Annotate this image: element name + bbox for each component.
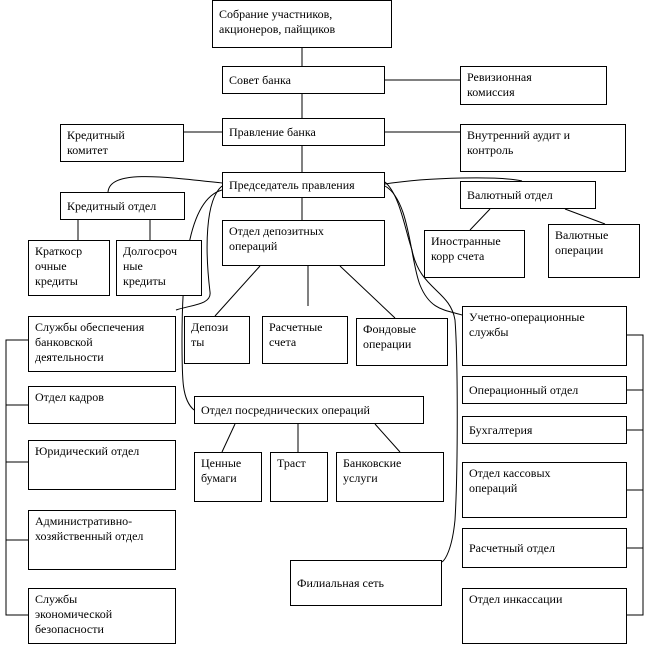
node-audit-commission: Ревизионная комиссия <box>460 66 607 105</box>
connector-chairman-accounting <box>384 185 463 316</box>
node-branch-network: Филиальная сеть <box>290 560 442 606</box>
connector-chairman-credit <box>107 176 223 193</box>
node-currency-ops: Валютные операции <box>548 224 640 278</box>
connector-currency-ops <box>564 208 606 225</box>
node-deposit-dept: Отдел депозитных операций <box>222 220 385 266</box>
connector-deposit-stock <box>339 265 396 319</box>
node-currency-dept: Валютный отдел <box>460 181 596 209</box>
connector-right-bracket <box>627 334 644 616</box>
node-hr-dept: Отдел кадров <box>28 386 176 424</box>
connector-currency-corr <box>469 208 491 231</box>
node-deposits: Депози ты <box>184 316 250 364</box>
node-credit-committee: Кредитный комитет <box>60 124 184 162</box>
node-assembly: Собрание участников, акционеров, пайщико… <box>212 0 392 48</box>
node-bank-services: Банковские услуги <box>336 452 444 502</box>
node-trust: Траст <box>270 452 328 502</box>
node-foreign-corr: Иностранные корр счета <box>424 230 525 278</box>
node-short-credits: Краткоср очные кредиты <box>28 240 110 296</box>
node-council: Совет банка <box>222 66 385 94</box>
node-accounting-ops-services: Учетно-операционные службы <box>462 306 627 366</box>
node-admin-dept: Административно- хозяйственный отдел <box>28 510 176 570</box>
connector-left-bracket <box>5 339 28 616</box>
node-long-credits: Долгосроч ные кредиты <box>116 240 202 296</box>
connector-intermediary-services <box>374 423 401 453</box>
node-settlement-dept: Расчетный отдел <box>462 528 627 568</box>
node-settlement-accounts: Расчетные счета <box>262 316 348 364</box>
connector-chairman-intermediary <box>181 189 223 411</box>
node-intermediary-dept: Отдел посреднических операций <box>194 396 424 424</box>
connector-deposit-deposits <box>214 265 261 317</box>
node-operations-dept: Операционный отдел <box>462 376 627 404</box>
node-collection-dept: Отдел инкассации <box>462 588 627 644</box>
connector-intermediary-securities <box>221 423 236 453</box>
node-stock-ops: Фондовые операции <box>356 318 448 366</box>
connector-chairman-support <box>175 185 223 311</box>
node-credit-dept: Кредитный отдел <box>60 192 185 220</box>
node-board: Правление банка <box>222 118 385 146</box>
node-support-services: Службы обеспечения банковской деятельнос… <box>28 316 176 372</box>
node-bookkeeping: Бухгалтерия <box>462 416 627 444</box>
node-chairman: Председатель правления <box>222 172 385 198</box>
node-legal-dept: Юридический отдел <box>28 440 176 490</box>
node-cash-ops-dept: Отдел кассовых операций <box>462 462 627 518</box>
connector-chairman-currency <box>384 177 523 185</box>
node-securities: Ценные бумаги <box>194 452 262 502</box>
node-economic-security: Службы экономической безопасности <box>28 588 176 644</box>
connector-chairman-branch <box>384 181 458 563</box>
node-internal-audit: Внутренний аудит и контроль <box>460 124 626 172</box>
